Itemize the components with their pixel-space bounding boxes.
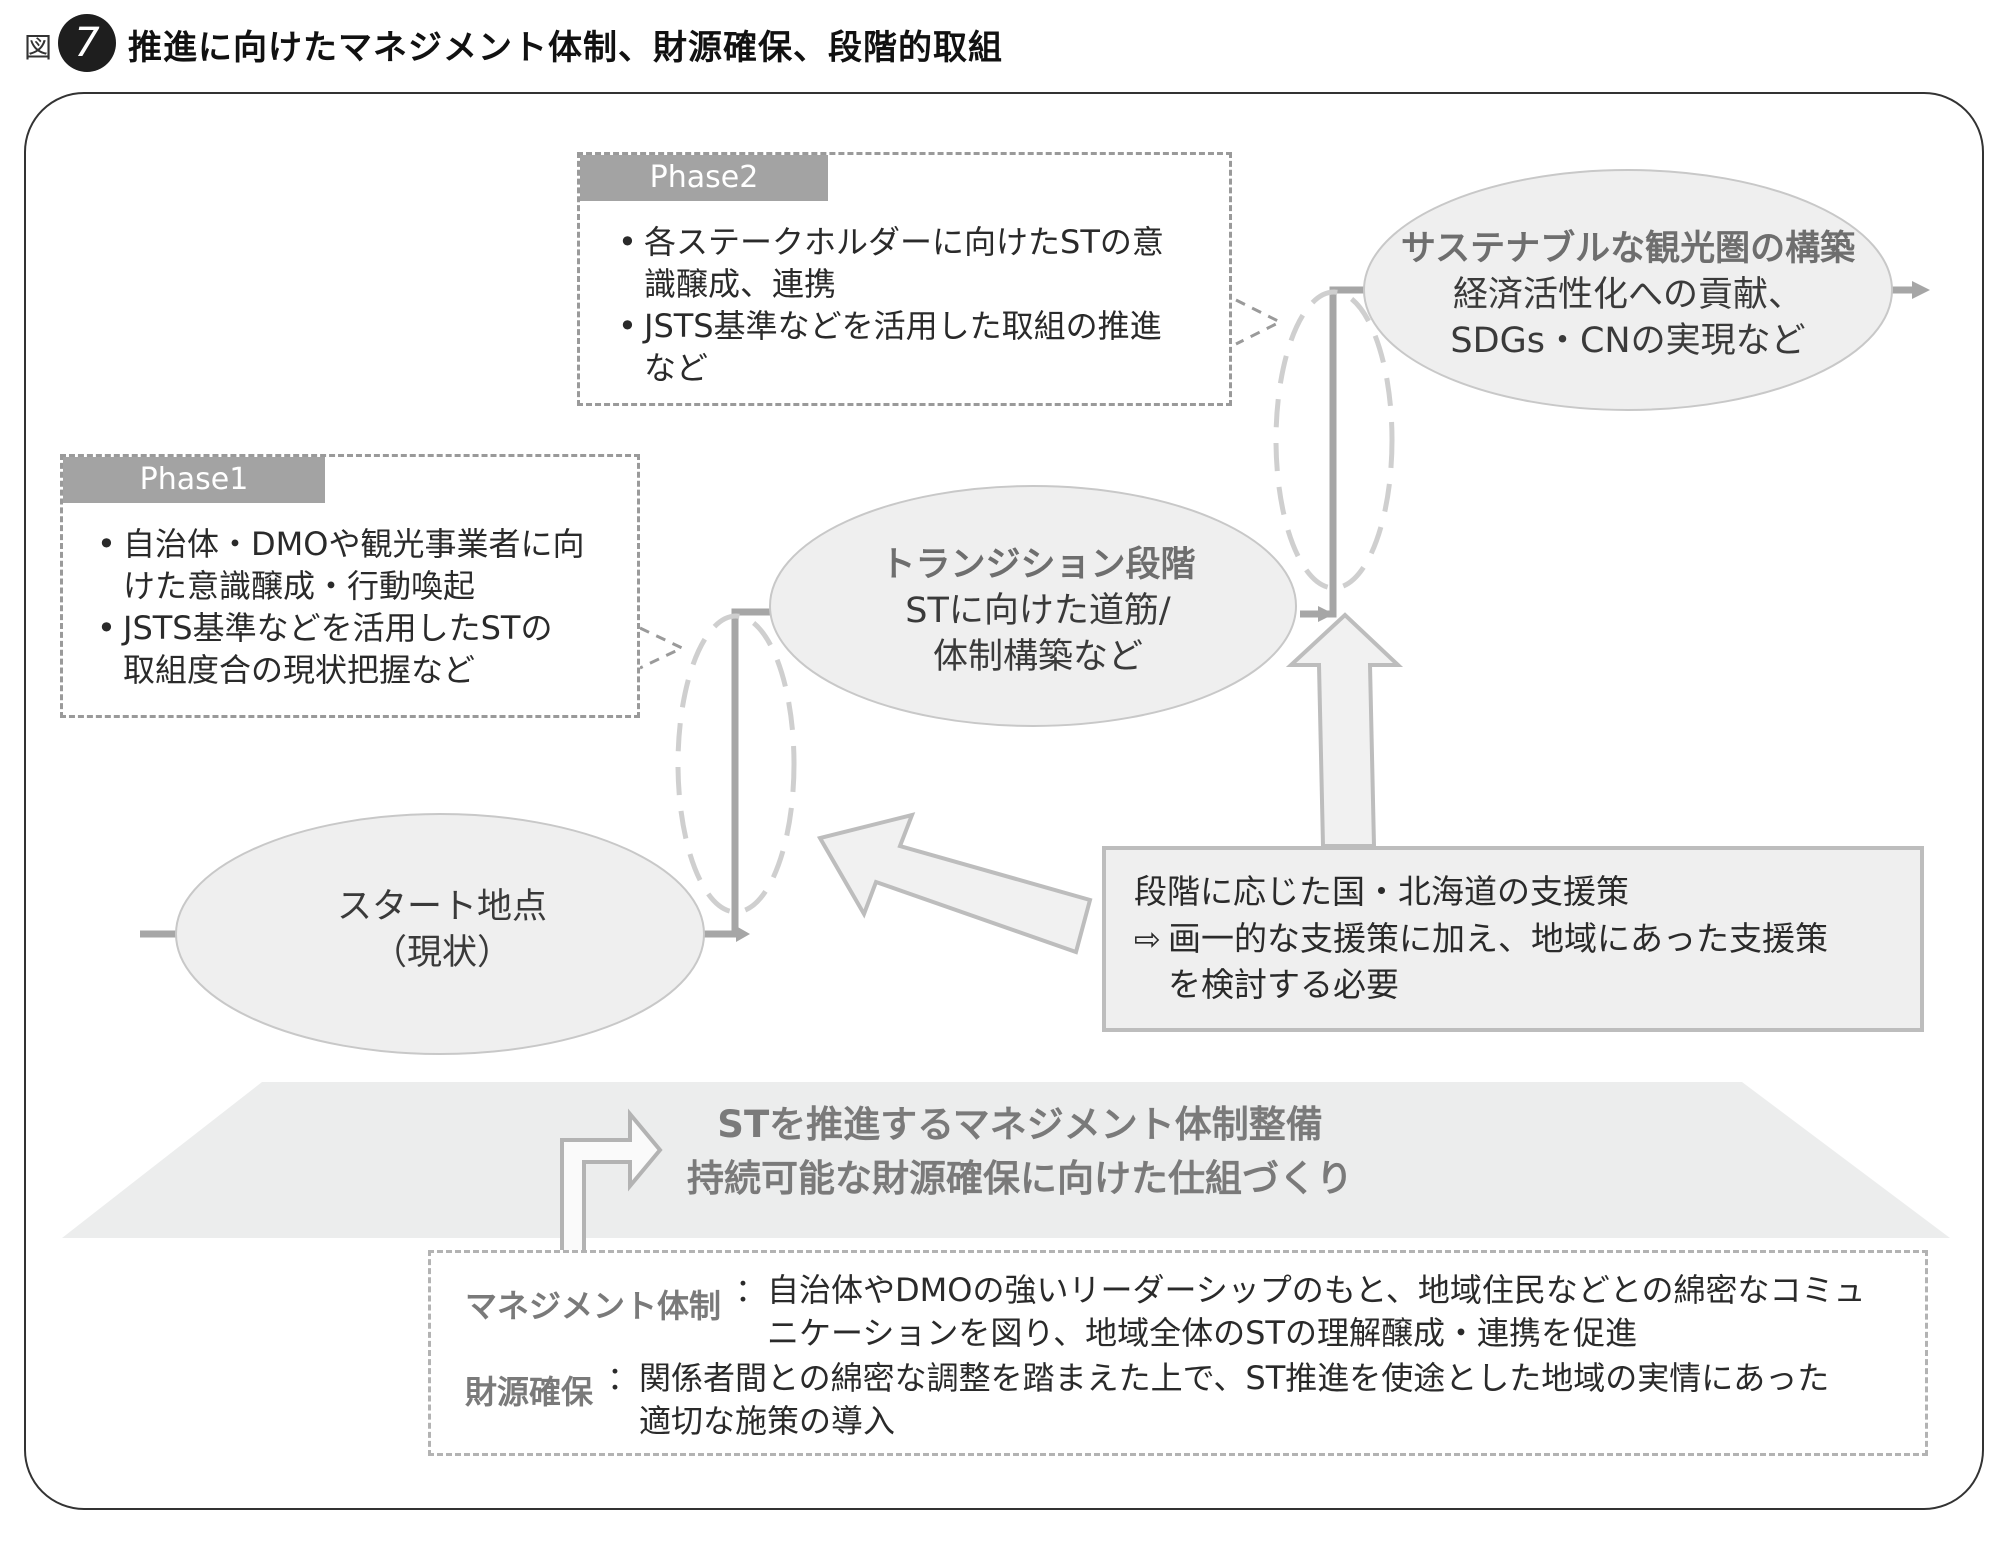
goal-ellipse <box>1363 169 1893 411</box>
figure-number-badge: 7 <box>58 14 116 72</box>
support-description: ⇨ 画一的な支援策に加え、地域にあった支援策 を検討する必要 <box>1134 916 1892 1008</box>
transition-line3: 体制構築など <box>932 637 1143 677</box>
diagram-frame <box>24 92 1984 1510</box>
support-arrow-left <box>816 812 1093 955</box>
start-line1: スタート地点 <box>336 887 547 927</box>
support-arrow-up <box>1285 612 1404 848</box>
finance-label: 財源確保 <box>465 1373 594 1411</box>
finance-separator: ： <box>607 1359 640 1397</box>
transition-title: トランジション段階 <box>880 545 1196 585</box>
phase1-bullet-1-line1: 自治体・DMOや観光事業者に向 <box>123 525 585 563</box>
start-text: スタート地点 （現状） <box>182 884 702 976</box>
phase1-connector <box>639 626 686 670</box>
finance-description: 関係者間との綿密な調整を踏まえた上で、ST推進を使途とした地域の実情にあった 適… <box>639 1357 1909 1443</box>
support-box: 段階に応じた国・北海道の支援策 ⇨ 画一的な支援策に加え、地域にあった支援策 を… <box>1102 846 1924 1032</box>
step-path-1 <box>700 608 772 938</box>
phase1-highlight-ellipse <box>675 613 797 915</box>
start-ellipse <box>175 813 705 1055</box>
phase2-bullet-2-line2: など <box>644 349 709 387</box>
finance-line1: 関係者間との綿密な調整を踏まえた上で、ST推進を使途とした地域の実情にあった <box>639 1359 1830 1397</box>
foundation-bent-arrow <box>560 1108 663 1262</box>
start-line2: （現状） <box>371 933 512 973</box>
step-arrow-head-2 <box>1318 606 1334 622</box>
goal-line3: SDGs・CNの実現など <box>1450 321 1806 361</box>
transition-text: トランジション段階 STに向けた道筋/ 体制構築など <box>778 542 1298 680</box>
phase1-bullet-2-line1: JSTS基準などを活用したSTの <box>123 609 553 647</box>
goal-title: サステナブルな観光圏の構築 <box>1400 229 1856 269</box>
goal-line2: 経済活性化への貢献、 <box>1452 275 1803 315</box>
info-box: マネジメント体制 ： 自治体やDMOの強いリーダーシップのもと、地域住民などとの… <box>428 1250 1928 1456</box>
figure-label: 図 <box>24 31 53 64</box>
phase1-bullet-1-line2: けた意識醸成・行動喚起 <box>123 567 476 605</box>
support-line1: 画一的な支援策に加え、地域にあった支援策 <box>1168 919 1828 958</box>
phase2-bullet-1-line1: 各ステークホルダーに向けたSTの意 <box>644 223 1164 261</box>
foundation-line1: STを推進するマネジメント体制整備 <box>717 1103 1323 1146</box>
goal-text: サステナブルな観光圏の構築 経済活性化への貢献、 SDGs・CNの実現など <box>1368 226 1888 364</box>
phase1-bullet-2-line2: 取組度合の現状把握など <box>123 651 476 689</box>
phase1-tag: Phase1 <box>63 457 325 503</box>
management-description: 自治体やDMOの強いリーダーシップのもと、地域住民などとの綿密なコミュ ニケーシ… <box>767 1269 1917 1355</box>
right-arrow-icon: ⇨ <box>1134 920 1161 958</box>
support-title: 段階に応じた国・北海道の支援策 <box>1134 872 1629 911</box>
management-line2: ニケーションを図り、地域全体のSTの理解醸成・連携を促進 <box>767 1314 1637 1352</box>
finance-line2: 適切な施策の導入 <box>639 1402 896 1440</box>
support-description-text: 画一的な支援策に加え、地域にあった支援策 を検討する必要 <box>1168 916 1828 1008</box>
phase2-tag: Phase2 <box>580 155 828 201</box>
phase2-connector <box>1235 298 1284 346</box>
figure-title: 推進に向けたマネジメント体制、財源確保、段階的取組 <box>128 28 1003 68</box>
foundation-trapezoid <box>62 1082 1950 1238</box>
phase2-bullet-1-line2: 識醸成、連携 <box>644 265 837 303</box>
foundation-line2: 持続可能な財源確保に向けた仕組づくり <box>687 1157 1353 1200</box>
step-path-2 <box>1300 286 1368 618</box>
management-line1: 自治体やDMOの強いリーダーシップのもと、地域住民などとの綿密なコミュ <box>767 1271 1866 1309</box>
goal-arrow-head <box>1912 281 1930 299</box>
management-label: マネジメント体制 <box>465 1287 722 1325</box>
phase2-highlight-ellipse <box>1273 289 1395 591</box>
step-arrow-head-1 <box>736 926 750 942</box>
management-separator: ： <box>735 1271 768 1309</box>
foundation-text: STを推進するマネジメント体制整備 持続可能な財源確保に向けた仕組づくり <box>620 1098 1420 1206</box>
support-line2: を検討する必要 <box>1168 965 1399 1004</box>
transition-line2: STに向けた道筋/ <box>905 591 1171 631</box>
phase2-bullet-2-line1: JSTS基準などを活用した取組の推進 <box>644 307 1162 345</box>
transition-ellipse <box>769 485 1297 727</box>
